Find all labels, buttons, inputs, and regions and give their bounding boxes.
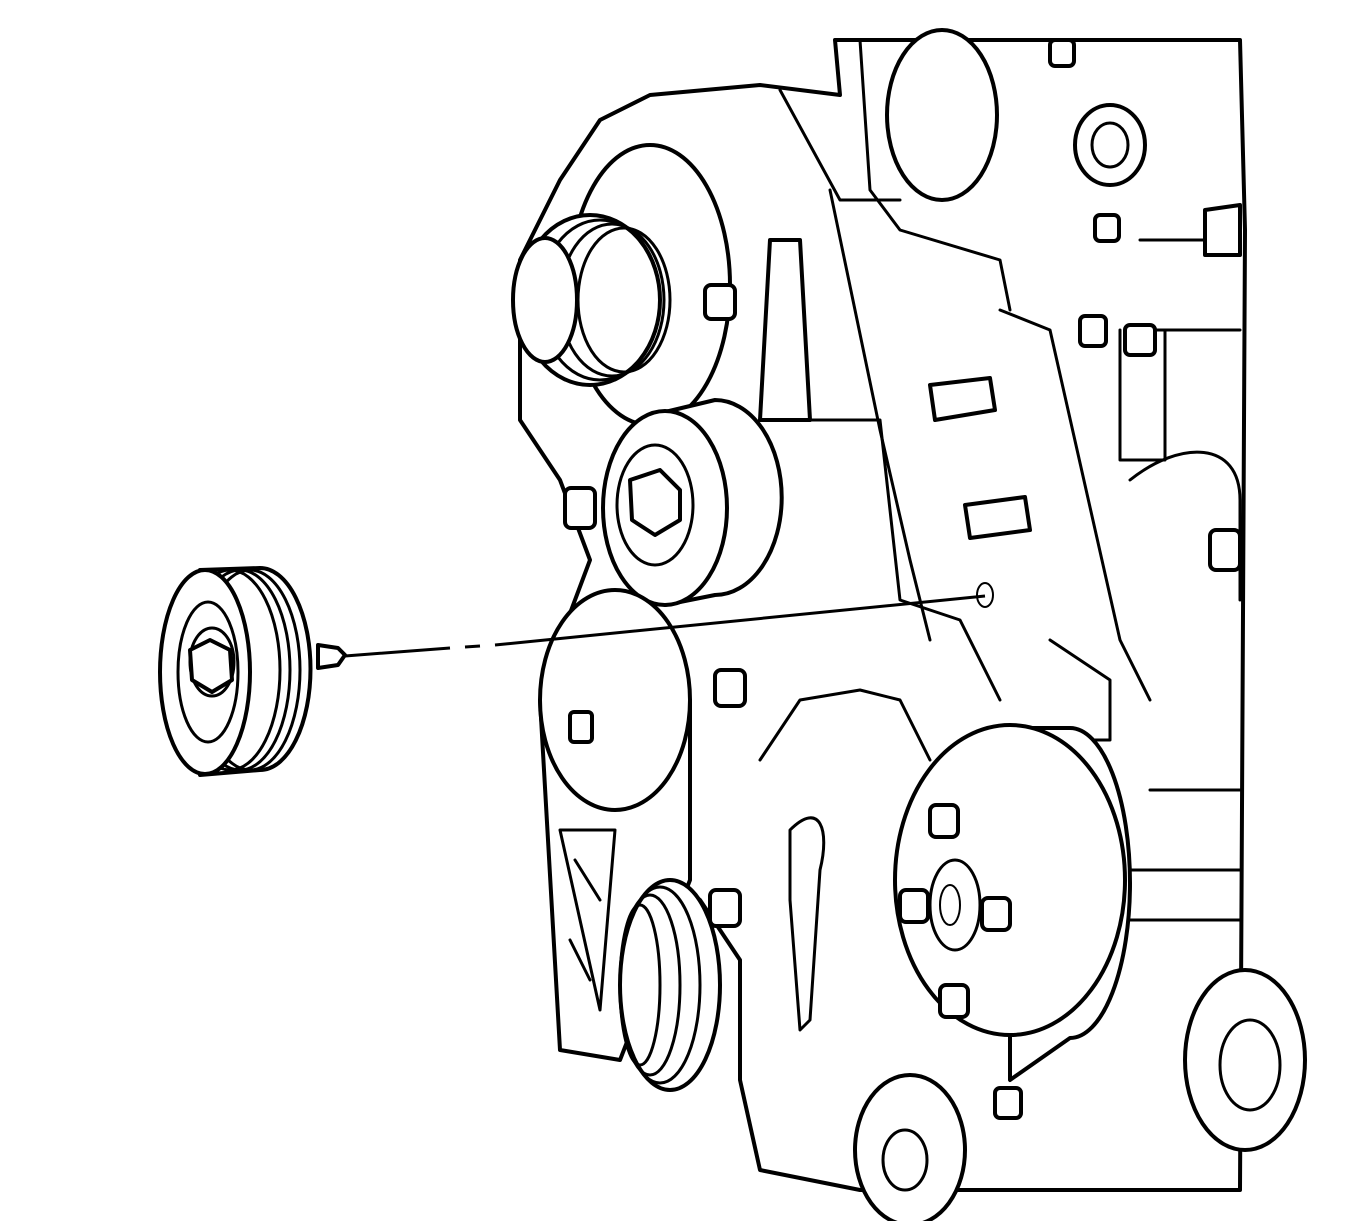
tensioner-bolt [568, 710, 594, 744]
upper-idler-pulley [563, 398, 784, 607]
pump-bolt-4 [938, 983, 970, 1019]
misc-bolts [703, 28, 1242, 1120]
idler-bolt-head [628, 468, 682, 537]
pump-bolt-2 [898, 888, 930, 924]
water-pump-pulley [893, 723, 1132, 1082]
pump-bolt-3 [980, 896, 1012, 932]
pump-bolt-1 [928, 803, 960, 839]
pulley-bolt-shank [316, 643, 347, 670]
oil-filler-cap [885, 28, 999, 202]
bottom-pulleys [853, 968, 1307, 1221]
pulley-mount-hole [976, 582, 994, 608]
lower-tensioner-pulley [618, 878, 722, 1092]
pulley-bolt-head [188, 638, 234, 694]
removed-idler-pulley [158, 566, 347, 777]
bolt [563, 486, 597, 530]
alternator [511, 143, 732, 427]
installation-guide-line [344, 594, 986, 658]
